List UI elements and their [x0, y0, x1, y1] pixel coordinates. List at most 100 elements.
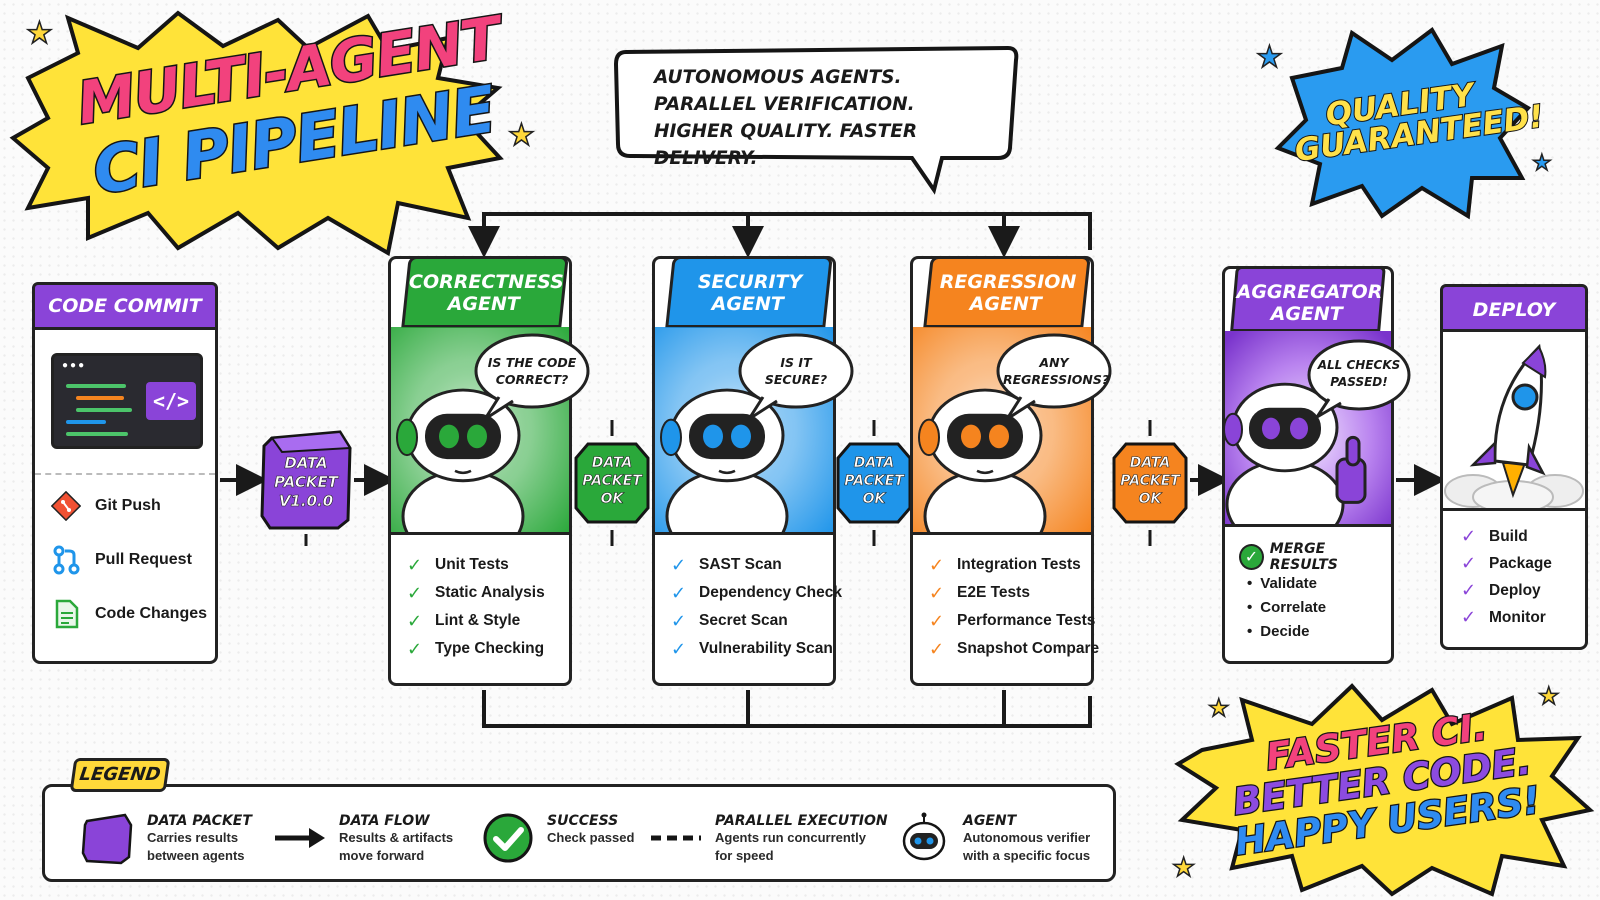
list-item: ✓Monitor — [1461, 607, 1546, 627]
list-item: ✓Package — [1461, 553, 1552, 573]
aggregator-question-1: ALL CHECKS — [1317, 358, 1401, 372]
list-item: ✓Unit Tests — [407, 554, 509, 575]
list-item: ✓Deploy — [1461, 580, 1541, 600]
legend-item-data-packet: DATA PACKET Carries results between agen… — [81, 801, 252, 865]
check-icon: ✓ — [1461, 553, 1477, 573]
packet-cube-icon — [81, 813, 133, 865]
list-item: ✓Integration Tests — [929, 554, 1081, 575]
title-burst: MULTI-AGENT CI PIPELINE — [8, 2, 508, 258]
agent-question-1: ANY — [1039, 355, 1069, 370]
packet-line-2: PACKET — [1120, 473, 1180, 490]
agent-header: CORRECTNESS AGENT — [401, 256, 569, 328]
list-item: ✓Static Analysis — [407, 582, 545, 603]
packet-line-3: OK — [862, 491, 886, 508]
packet-line-3: OK — [1138, 491, 1162, 508]
speech-bubble-shape — [613, 45, 1019, 195]
data-packet-ok-2: DATA PACKET OK — [1112, 440, 1188, 526]
title-burst-shape — [9, 10, 504, 257]
star-icon: ★ — [1531, 149, 1552, 176]
packet-line-3: v1.0.0 — [278, 492, 334, 511]
packet-line-2: PACKET — [274, 473, 338, 492]
deploy-header: DEPLOY — [1440, 284, 1588, 332]
agent-check-list: ✓Unit Tests ✓Static Analysis ✓Lint & Style… — [407, 551, 545, 663]
agent-check-list: ✓SAST Scan✓Dependency Check✓Secret Scan✓… — [671, 551, 842, 663]
check-icon: ✓ — [407, 638, 423, 659]
agent-question-1: IS IT — [780, 355, 812, 370]
success-check-icon: ✓ — [1239, 544, 1264, 570]
list-item: ✓Snapshot Compare — [929, 638, 1100, 659]
packet-cube-icon — [574, 442, 650, 524]
star-icon: ★ — [1537, 682, 1560, 711]
aggregator-header: AGGREGATOR AGENT — [1230, 266, 1386, 332]
list-item: ✓E2E Tests — [929, 582, 1030, 603]
tagline-line-3: HIGHER QUALITY. FASTER DELIVERY. — [654, 121, 918, 169]
code-tag: </> — [146, 382, 196, 420]
list-item: Validate — [1247, 575, 1326, 599]
agent-panel-1: SECURITY AGENT — [652, 256, 854, 686]
star-icon: ★ — [25, 16, 53, 51]
check-icon: ✓ — [671, 610, 687, 631]
data-packet-ok-1: DATA PACKET OK — [836, 440, 912, 526]
list-item: ✓SAST Scan — [671, 554, 782, 575]
merge-results: ✓ MERGE RESULTS — [1239, 541, 1391, 573]
list-item: ✓Lint & Style — [407, 610, 521, 631]
check-icon: ✓ — [1461, 580, 1477, 600]
code-commit-panel: CODE COMMIT ●●● </> Git Push Pull Reques… — [32, 282, 218, 664]
agent-header: REGRESSION AGENT — [923, 256, 1091, 328]
thought-bubble-shape — [1307, 339, 1411, 419]
success-check-icon — [483, 813, 533, 863]
list-item: ✓Performance Tests — [929, 610, 1096, 631]
agent-header: SECURITY AGENT — [665, 256, 833, 328]
commit-item-pull-request: Pull Request — [51, 545, 192, 575]
packet-line-1: DATA — [853, 455, 895, 472]
list-item: ✓Type Checking — [407, 638, 545, 659]
aggregator-agent-panel: AGGREGATOR AGENT ALL CHECKS — [1222, 266, 1411, 664]
tagline-speech-bubble: AUTONOMOUS AGENTS. PARALLEL VERIFICATION… — [612, 44, 1022, 195]
dashed-line-icon — [651, 835, 701, 841]
packet-cube-icon — [836, 442, 912, 524]
list-item: ✓Dependency Check — [671, 582, 842, 603]
check-icon: ✓ — [671, 582, 687, 603]
check-icon: ✓ — [407, 582, 423, 603]
list-item: Decide — [1247, 623, 1326, 647]
aggregator-robot-illustration — [1225, 331, 1391, 524]
aggregator-steps: Validate Correlate Decide — [1247, 575, 1326, 647]
code-editor-icon: ●●● </> — [51, 353, 203, 449]
data-packet-ok-0: DATA PACKET OK — [574, 440, 650, 526]
star-icon: ★ — [507, 118, 535, 153]
check-icon: ✓ — [929, 582, 945, 603]
list-item: ✓Secret Scan — [671, 610, 788, 631]
deploy-steps: ✓Build ✓Package ✓Deploy ✓Monitor — [1461, 523, 1552, 631]
list-item: ✓Build — [1461, 526, 1528, 546]
star-icon: ★ — [1171, 851, 1196, 883]
check-icon: ✓ — [929, 638, 945, 659]
agent-thought-bubble: ANY REGRESSIONS? — [995, 331, 1113, 421]
git-icon — [51, 491, 81, 521]
packet-line-1: DATA — [284, 454, 328, 473]
robot-icon — [902, 812, 946, 861]
tagline-line-2: PARALLEL VERIFICATION. — [654, 94, 915, 115]
document-icon — [55, 599, 79, 629]
data-packet-v1: DATA PACKET v1.0.0 — [258, 428, 354, 532]
rocket-icon — [1444, 343, 1584, 508]
agent-panel-0: CORRECTNESS AGENT — [388, 256, 590, 686]
list-item: ✓Vulnerability Scan — [671, 638, 833, 659]
packet-line-2: PACKET — [582, 473, 642, 490]
pull-request-icon — [53, 545, 80, 575]
tagline-line-1: AUTONOMOUS AGENTS. — [654, 67, 902, 88]
thought-bubble-shape — [738, 333, 854, 421]
deploy-panel: DEPLOY ✓Build ✓Package ✓Deploy ✓Monitor — [1440, 284, 1588, 650]
aggregator-question-2: PASSED! — [1330, 375, 1388, 389]
star-icon: ★ — [1207, 694, 1230, 723]
list-item: Correlate — [1247, 599, 1326, 623]
check-icon: ✓ — [929, 610, 945, 631]
check-icon: ✓ — [671, 554, 687, 575]
thought-bubble-shape — [996, 333, 1112, 421]
agent-thought-bubble: IS THE CODE CORRECT? — [473, 331, 591, 421]
packet-line-2: PACKET — [844, 473, 904, 490]
aggregator-art — [1225, 331, 1391, 527]
packet-line-1: DATA — [1129, 455, 1171, 472]
check-icon: ✓ — [407, 610, 423, 631]
quality-burst-shape — [1274, 27, 1532, 220]
check-icon: ✓ — [1461, 526, 1477, 546]
